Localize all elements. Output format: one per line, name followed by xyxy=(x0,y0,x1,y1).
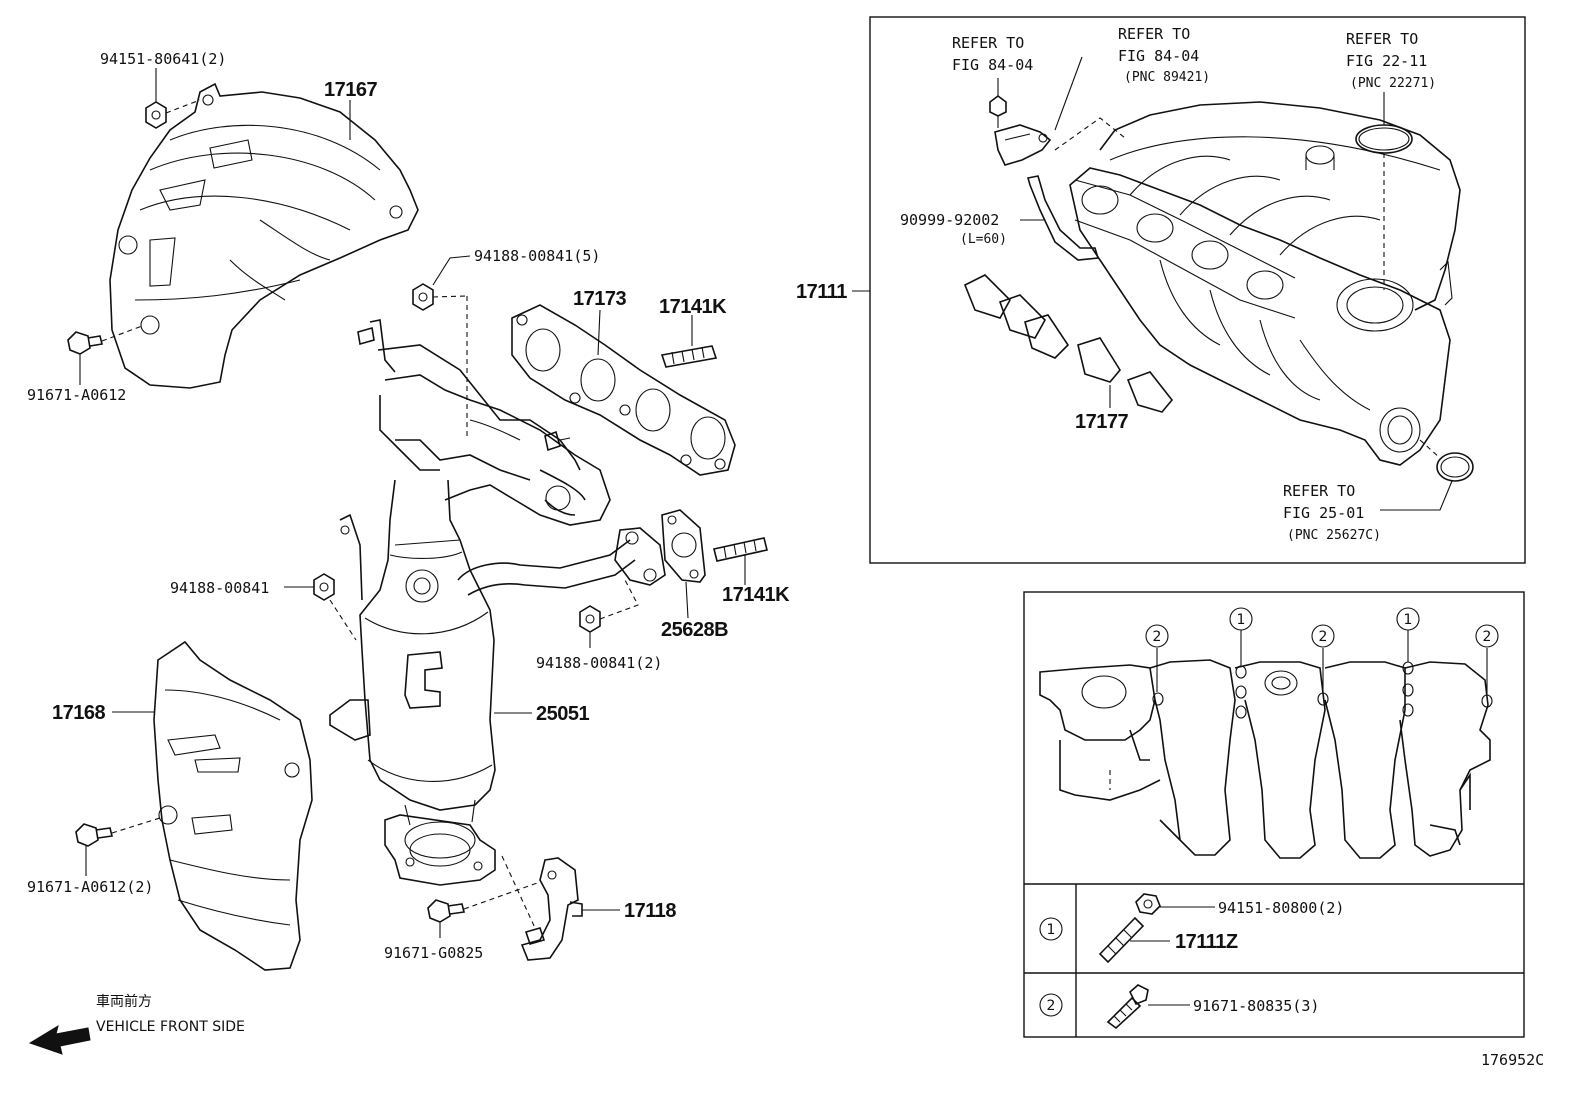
marker-2-b: 2 xyxy=(1311,624,1335,648)
refer-to-4-pnc: (PNC 25627C) xyxy=(1287,528,1381,543)
bolt-91671-A0612-2 xyxy=(75,817,161,876)
heat-insulator-lower xyxy=(153,640,313,971)
label-17111: 17111 xyxy=(796,281,847,303)
vacuum-hose xyxy=(1020,175,1100,261)
svg-text:2: 2 xyxy=(1483,629,1492,645)
table-row-2: 2 91671-80835(3) xyxy=(1039,984,1319,1030)
bolt-91671-A0612 xyxy=(67,325,143,385)
marker-2-a: 2 xyxy=(1145,624,1169,648)
label-91671-G0825: 91671-G0825 xyxy=(384,944,483,962)
label-94188-00841: 94188-00841 xyxy=(170,579,269,597)
table-row-1-stud: 17111Z xyxy=(1175,931,1238,953)
label-94151-80641: 94151-80641(2) xyxy=(100,50,226,68)
label-94188-00841-2: 94188-00841(2) xyxy=(536,654,662,672)
front-side-jp-label: 車両前方 xyxy=(96,993,152,1010)
exhaust-manifold-converter xyxy=(329,296,666,886)
gasket-25628B xyxy=(661,509,706,619)
label-17118: 17118 xyxy=(624,900,676,922)
o-ring-22271 xyxy=(1355,92,1413,290)
nut-94188-00841-5 xyxy=(412,255,471,311)
label-hose-length: (L=60) xyxy=(960,232,1007,247)
svg-text:2: 2 xyxy=(1319,629,1328,645)
intake-manifold-box xyxy=(869,16,1526,564)
label-91671-A0612-2: 91671-A0612(2) xyxy=(27,878,153,896)
svg-text:2: 2 xyxy=(1153,629,1162,645)
label-25051: 25051 xyxy=(536,703,589,725)
intake-manifold-body xyxy=(1069,101,1461,466)
nut-94188-00841 xyxy=(284,573,357,641)
label-17141K-upper: 17141K xyxy=(659,296,727,318)
refer-to-2-line2: FIG 84-04 xyxy=(1118,47,1199,65)
label-17177: 17177 xyxy=(1075,411,1128,433)
label-91671-A0612: 91671-A0612 xyxy=(27,386,126,404)
label-17173: 17173 xyxy=(573,288,626,310)
table-row-2-marker: 2 xyxy=(1047,998,1056,1014)
refer-to-2-pnc: (PNC 89421) xyxy=(1124,70,1210,85)
marker-1-a: 1 xyxy=(1229,607,1253,631)
svg-text:1: 1 xyxy=(1237,612,1246,628)
label-17141K-lower: 17141K xyxy=(722,584,790,606)
table-row-1-marker: 1 xyxy=(1047,922,1056,938)
heat-insulator-upper xyxy=(109,82,419,389)
nut-94151-80641 xyxy=(145,68,201,129)
refer-to-3-pnc: (PNC 22271) xyxy=(1350,76,1436,91)
bracket-17118 xyxy=(501,855,620,961)
gasket-25627C xyxy=(1380,439,1474,511)
stud-17141K-lower xyxy=(713,537,768,585)
marker-1-b: 1 xyxy=(1396,607,1420,631)
bolt-91671-G0825 xyxy=(427,881,541,938)
refer-to-1-line2: FIG 84-04 xyxy=(952,56,1033,74)
gasket-17177 xyxy=(963,274,1174,413)
refer-to-2-line1: REFER TO xyxy=(1118,25,1190,43)
nut-94188-00841-2 xyxy=(579,579,639,648)
manifold-side-view xyxy=(1039,630,1493,859)
front-side-label: VEHICLE FRONT SIDE xyxy=(96,1019,245,1035)
label-25628B: 25628B xyxy=(661,619,728,641)
vehicle-front-arrow xyxy=(28,1024,91,1055)
gasket-17173 xyxy=(511,304,736,476)
refer-to-4-line1: REFER TO xyxy=(1283,482,1355,500)
refer-to-3-line2: FIG 22-11 xyxy=(1346,52,1427,70)
label-17167: 17167 xyxy=(324,79,377,101)
table-row-2-bolt: 91671-80835(3) xyxy=(1193,997,1319,1015)
svg-text:1: 1 xyxy=(1404,612,1413,628)
table-row-1: 1 94151-80800(2) 17111Z xyxy=(1039,893,1344,964)
label-17168: 17168 xyxy=(52,702,105,724)
marker-2-c: 2 xyxy=(1475,624,1499,648)
table-row-1-nut: 94151-80800(2) xyxy=(1218,899,1344,917)
vacuum-sensor xyxy=(989,56,1126,166)
label-94188-00841-5: 94188-00841(5) xyxy=(474,247,600,265)
refer-to-3-line1: REFER TO xyxy=(1346,30,1418,48)
figure-code: 176952C xyxy=(1481,1051,1544,1069)
stud-17141K-upper xyxy=(660,315,718,368)
label-90999-92002: 90999-92002 xyxy=(900,211,999,229)
fastener-detail-box xyxy=(1023,591,1525,1038)
refer-to-4-line2: FIG 25-01 xyxy=(1283,504,1364,522)
refer-to-1-line1: REFER TO xyxy=(952,34,1024,52)
